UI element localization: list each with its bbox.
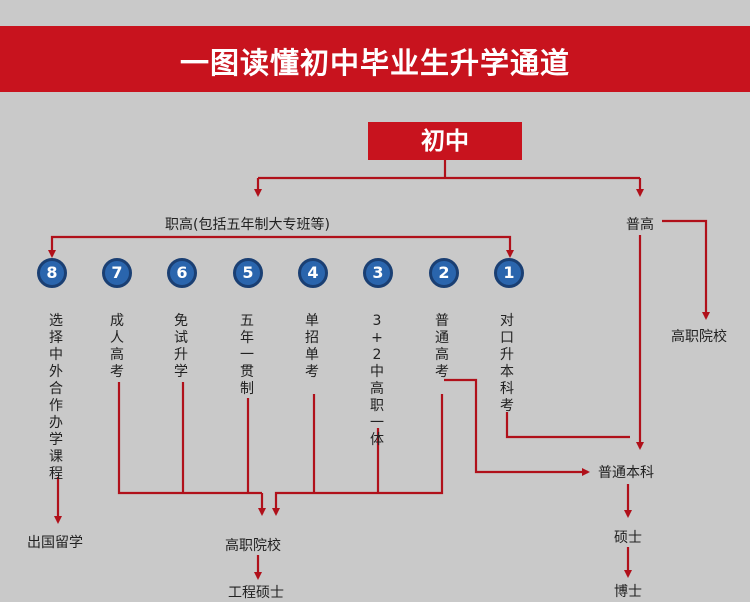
- step-circle-3: 3: [363, 258, 393, 288]
- outcome-doctor: 博士: [614, 584, 642, 600]
- arrow-path2-bachelor: [444, 378, 590, 476]
- step-circle-8: 8: [37, 258, 67, 288]
- path-label-4: 单招单考: [305, 313, 319, 380]
- arrow-right-group: [276, 394, 444, 514]
- outcome-vocational-college: 高职院校: [225, 538, 281, 554]
- arrow-left-group: [117, 382, 262, 514]
- step-circle-6: 6: [167, 258, 197, 288]
- root-box: 初中: [368, 122, 522, 160]
- general-high-label: 普高: [626, 217, 654, 233]
- path-label-2: 普通高考: [435, 313, 449, 380]
- path-label-7: 成人高考: [110, 313, 124, 380]
- outcome-master: 硕士: [614, 530, 642, 546]
- path-label-5: 五年一贯制: [240, 313, 254, 397]
- title-banner: [0, 26, 750, 92]
- outcome-engineering-master: 工程硕士: [228, 585, 284, 601]
- arrow-general-college: [662, 219, 710, 320]
- arrow-span-left: [48, 235, 278, 258]
- arrow-path1-bachelor: [505, 412, 630, 439]
- step-circle-5: 5: [233, 258, 263, 288]
- step-circle-7: 7: [102, 258, 132, 288]
- outcome-study-abroad: 出国留学: [27, 535, 83, 551]
- step-circle-2: 2: [429, 258, 459, 288]
- arrow-span-right: [278, 235, 514, 258]
- path-label-3: 3+2中高职一体: [370, 313, 384, 448]
- page-title: 一图读懂初中毕业生升学通道: [179, 46, 570, 80]
- path-label-8: 选择中外合作办学课程: [49, 313, 63, 482]
- path-label-1: 对口升本科考: [500, 313, 514, 414]
- step-circle-1: 1: [494, 258, 524, 288]
- step-circle-4: 4: [298, 258, 328, 288]
- path-label-6: 免试升学: [174, 313, 188, 380]
- vocational-label: 职高(包括五年制大专班等): [165, 217, 330, 233]
- arrow-to-vocational: [258, 176, 640, 195]
- outcome-general-college: 高职院校: [671, 329, 727, 345]
- outcome-bachelor: 普通本科: [598, 465, 654, 481]
